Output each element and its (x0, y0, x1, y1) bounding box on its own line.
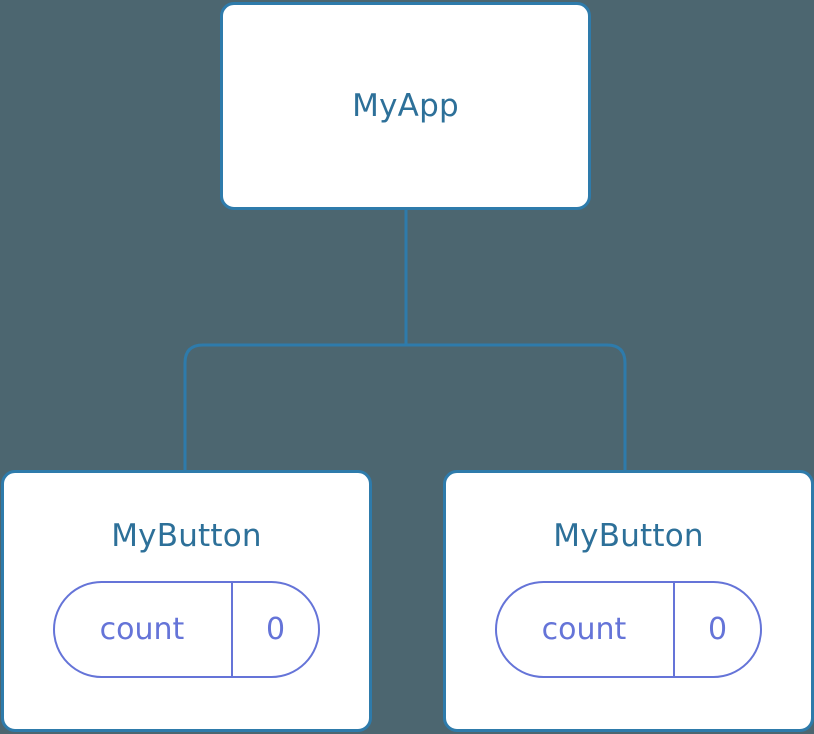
state-key: count (55, 583, 233, 676)
node-title: MyButton (111, 518, 262, 554)
connector-branch-right (406, 343, 627, 474)
node-title: MyApp (352, 87, 459, 124)
state-pill[interactable]: count 0 (495, 581, 762, 678)
connector-branch-left (183, 343, 406, 474)
node-mybutton-0[interactable]: MyButton count 0 (1, 470, 372, 732)
state-value: 0 (265, 611, 286, 647)
node-mybutton-1[interactable]: MyButton count 0 (443, 470, 814, 732)
state-value: 0 (707, 611, 728, 647)
node-title: MyButton (553, 518, 704, 554)
node-myapp[interactable]: MyApp (220, 2, 591, 210)
state-key: count (497, 583, 675, 676)
state-pill[interactable]: count 0 (53, 581, 320, 678)
